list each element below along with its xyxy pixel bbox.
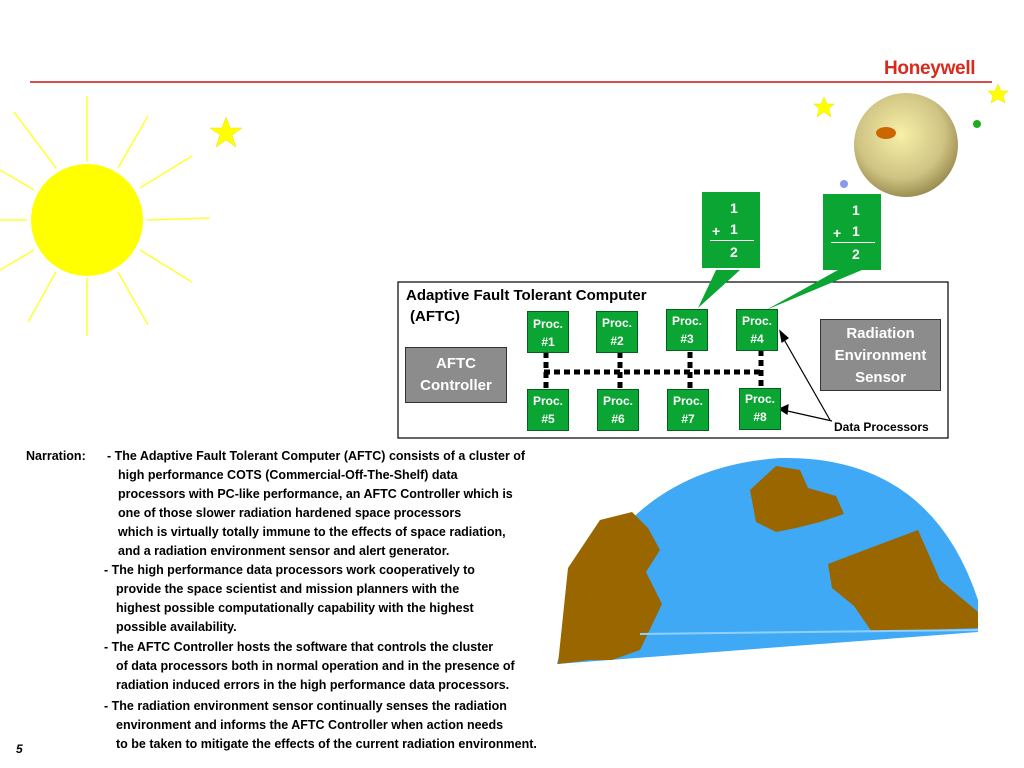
aftc-subtitle: (AFTC) <box>410 308 460 325</box>
callout-tail <box>766 270 862 310</box>
narration-line: and a radiation environment sensor and a… <box>118 544 450 558</box>
narration-line: highest possible computationally capabil… <box>116 601 474 615</box>
processor-2: Proc.#2 <box>596 311 638 353</box>
narration-line: of data processors both in normal operat… <box>116 659 515 673</box>
narration-line: one of those slower radiation hardened s… <box>118 506 462 520</box>
callout-tail <box>698 270 740 308</box>
earth-icon <box>557 457 979 664</box>
data-processors-arrows <box>777 329 833 422</box>
processor-6: Proc.#6 <box>597 389 639 431</box>
processor-4: Proc.#4 <box>736 309 778 351</box>
planet-icon <box>854 93 958 197</box>
aftc-frame <box>397 281 949 439</box>
honeywell-logo: Honeywell <box>884 58 976 79</box>
narration-line: provide the space scientist and mission … <box>116 582 460 596</box>
sun-icon <box>0 96 211 336</box>
data-processors-label: Data Processors <box>834 420 929 434</box>
aftc-title: Adaptive Fault Tolerant Computer <box>406 287 647 304</box>
narration-line: high performance COTS (Commercial-Off-Th… <box>118 468 458 482</box>
dot-icon <box>973 120 981 128</box>
processor-8: Proc.#8 <box>739 388 781 430</box>
aftc-controller-box: AFTC Controller <box>405 347 507 403</box>
narration-line: possible availability. <box>116 620 237 634</box>
narration-line: - The radiation environment sensor conti… <box>104 699 507 713</box>
dot-icon <box>840 180 848 188</box>
narration-line: to be taken to mitigate the effects of t… <box>116 737 537 751</box>
narration-line: - The Adaptive Fault Tolerant Computer (… <box>107 449 526 463</box>
sum-box-left: 1 + 1 2 <box>702 192 760 268</box>
narration-line: - The high performance data processors w… <box>104 563 475 577</box>
narration-line: which is virtually totally immune to the… <box>118 525 506 539</box>
star-icon <box>813 96 835 118</box>
narration-line: radiation induced errors in the high per… <box>116 678 510 692</box>
page-number: 5 <box>16 742 23 756</box>
sum-box-right: 1 + 1 2 <box>823 194 881 270</box>
processor-3: Proc.#3 <box>666 309 708 351</box>
radiation-sensor-box: Radiation Environment Sensor <box>820 319 941 391</box>
narration-label: Narration: <box>26 449 86 463</box>
narration-line: - The AFTC Controller hosts the software… <box>104 640 494 654</box>
star-icon <box>987 83 1009 104</box>
narration-line: environment and informs the AFTC Control… <box>116 718 504 732</box>
header-divider <box>30 81 992 83</box>
processor-7: Proc.#7 <box>667 389 709 431</box>
narration-line: processors with PC-like performance, an … <box>118 487 513 501</box>
processor-5: Proc.#5 <box>527 389 569 431</box>
processor-1: Proc.#1 <box>527 311 569 353</box>
processor-bus <box>543 350 764 390</box>
star-icon <box>209 116 243 148</box>
